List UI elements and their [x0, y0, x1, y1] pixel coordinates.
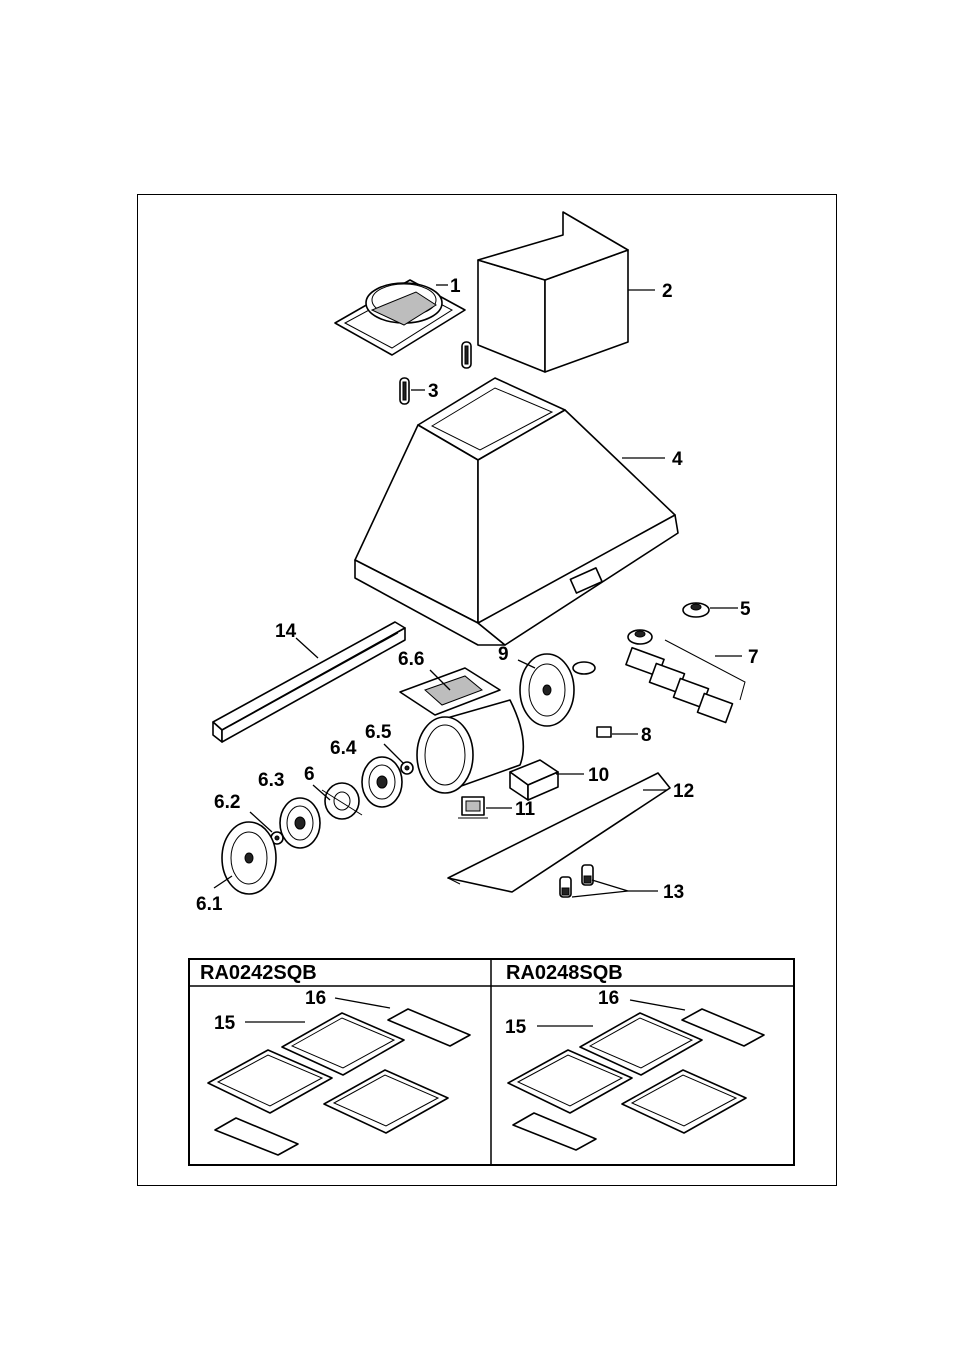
- callout-3: 3: [428, 381, 439, 402]
- callout-8: 8: [641, 725, 652, 746]
- callout-12: 12: [673, 781, 694, 802]
- callout-2: 2: [662, 281, 673, 302]
- callout-5: 5: [740, 599, 751, 620]
- part-2-chimney: [478, 212, 628, 372]
- callout-6-6: 6.6: [398, 649, 424, 670]
- callout-9: 9: [498, 644, 509, 665]
- leader-13: [572, 880, 628, 897]
- filter-set-left: [208, 1009, 470, 1155]
- callout-6-2: 6.2: [214, 792, 240, 813]
- callout-15-right: 15: [505, 1017, 527, 1038]
- callout-1: 1: [450, 276, 461, 297]
- callout-16-left: 16: [305, 988, 326, 1009]
- part-7-control-panel: [626, 630, 745, 723]
- leader-16-left: [335, 998, 390, 1008]
- part-6-4-blower-wheel: [362, 757, 402, 807]
- callout-4: 4: [672, 449, 683, 470]
- callout-6-5: 6.5: [365, 722, 392, 743]
- callout-6-4: 6.4: [330, 738, 357, 759]
- callout-7: 7: [748, 647, 759, 668]
- part-12-bottom-panel: [448, 773, 670, 892]
- callout-11: 11: [515, 799, 536, 820]
- part-1-duct-collar: [335, 280, 465, 355]
- part-6-6-blower-housing: [400, 668, 523, 793]
- leader-14: [296, 638, 318, 658]
- filter-set-right: [508, 1009, 764, 1150]
- part-8-switch: [597, 727, 611, 737]
- callout-10: 10: [588, 765, 609, 786]
- part-13-knobs: [560, 865, 593, 897]
- callout-6-3: 6.3: [258, 770, 284, 791]
- part-4-hood-body: [355, 378, 678, 645]
- part-6-3-blower-wheel: [280, 798, 320, 848]
- part-5-light: [683, 603, 709, 617]
- leader-16-right: [630, 1000, 685, 1010]
- callout-15-left: 15: [214, 1013, 236, 1034]
- part-11-transformer: [458, 797, 488, 818]
- part-6-5-washer: [401, 762, 413, 774]
- callout-16-right: 16: [598, 988, 619, 1009]
- callout-6: 6: [304, 764, 315, 785]
- model-name-right: RA0248SQB: [506, 962, 623, 984]
- part-9-intake-ring: [520, 654, 595, 726]
- callout-14: 14: [275, 621, 297, 642]
- callout-6-1: 6.1: [196, 894, 223, 915]
- part-6-motor: [322, 783, 362, 819]
- callout-13: 13: [663, 882, 684, 903]
- model-name-left: RA0242SQB: [200, 962, 317, 984]
- part-6-1-intake-ring: [222, 822, 276, 894]
